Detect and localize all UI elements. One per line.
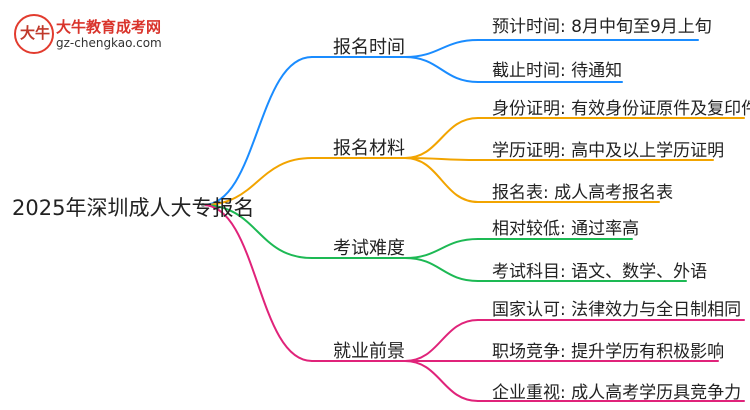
leaf-relatively-low: 相对较低: 通过率高 bbox=[492, 219, 640, 239]
leaf-workplace-competition: 职场竞争: 提升学历有积极影响 bbox=[492, 342, 725, 362]
leaf-connector bbox=[404, 39, 479, 58]
leaf-national-recognition: 国家认可: 法律效力与全日制相同 bbox=[492, 300, 742, 320]
branch-registration-materials: 报名材料 bbox=[333, 138, 405, 159]
leaf-expected-time: 预计时间: 8月中旬至9月上旬 bbox=[492, 17, 712, 37]
leaf-connector bbox=[404, 238, 479, 259]
logo-url: gz-chengkao.com bbox=[56, 36, 162, 50]
leaf-connector bbox=[404, 319, 479, 362]
leaf-education-proof: 学历证明: 高中及以上学历证明 bbox=[492, 141, 725, 161]
leaf-id-proof: 身份证明: 有效身份证原件及复印件 bbox=[492, 99, 750, 119]
root-topic: 2025年深圳成人大专报名 bbox=[12, 196, 255, 220]
branch-connector bbox=[202, 157, 313, 206]
leaf-connector bbox=[404, 157, 479, 203]
branch-connector bbox=[202, 204, 313, 259]
leaf-connector bbox=[404, 360, 479, 402]
logo-mark-icon: 大牛 bbox=[14, 14, 54, 54]
leaf-deadline: 截止时间: 待通知 bbox=[492, 61, 623, 81]
branch-registration-time: 报名时间 bbox=[333, 37, 405, 58]
root-node-dot bbox=[201, 203, 205, 207]
logo-title: 大牛教育成考网 bbox=[56, 18, 162, 36]
leaf-exam-subjects: 考试科目: 语文、数学、外语 bbox=[492, 262, 708, 282]
branch-exam-difficulty: 考试难度 bbox=[333, 238, 405, 259]
branch-connector bbox=[202, 204, 313, 362]
branch-connector bbox=[202, 56, 313, 206]
leaf-connector bbox=[404, 117, 479, 159]
leaf-registration-form: 报名表: 成人高考报名表 bbox=[492, 183, 674, 203]
leaf-employer-value: 企业重视: 成人高考学历具竞争力 bbox=[492, 383, 742, 403]
leaf-connector bbox=[404, 56, 479, 83]
branch-employment-prospects: 就业前景 bbox=[333, 341, 405, 362]
site-logo: 大牛 大牛教育成考网 gz-chengkao.com bbox=[14, 14, 234, 58]
leaf-connector bbox=[404, 257, 479, 282]
